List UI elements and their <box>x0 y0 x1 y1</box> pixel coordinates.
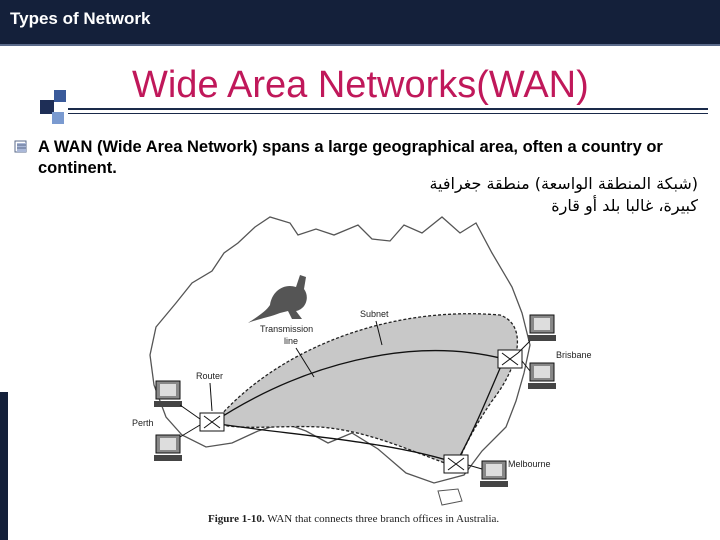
title-rule <box>68 108 708 110</box>
label-melbourne: Melbourne <box>508 459 551 469</box>
top-bar: Types of Network <box>0 0 720 46</box>
bullet-icon <box>14 140 27 153</box>
bullet-english: A WAN (Wide Area Network) spans a large … <box>38 138 663 177</box>
title-rule-thin <box>68 113 708 114</box>
kangaroo-icon <box>248 275 307 323</box>
figure-caption: Figure 1-10. WAN that connects three bra… <box>208 513 499 525</box>
label-transmission: Transmission <box>260 324 313 334</box>
router-perth <box>199 412 225 432</box>
pointer-subnet <box>375 320 383 346</box>
computer-icon-melbourne <box>467 460 508 487</box>
computer-icon-brisbane-bottom <box>521 360 556 389</box>
subnet-region <box>212 313 519 468</box>
router-brisbane <box>497 349 523 369</box>
section-title: Types of Network <box>10 9 151 28</box>
computer-icon-perth-bottom <box>154 424 201 461</box>
wan-australia-figure: Transmission line Subnet Router Perth Br… <box>132 216 592 506</box>
tasmania-outline <box>437 488 463 506</box>
bullet-arabic-line1: (شبكة المنطقة الواسعة) منطقة جغرافية <box>429 174 698 193</box>
caption-text: WAN that connects three branch offices i… <box>267 513 500 525</box>
label-brisbane: Brisbane <box>556 350 592 360</box>
pointer-router <box>209 382 213 412</box>
bullet-arabic: (شبكة المنطقة الواسعة) منطقة جغرافية كبي… <box>429 173 698 217</box>
computer-icon-brisbane-top <box>517 314 556 354</box>
decor-square-blue <box>54 90 66 102</box>
label-perth: Perth <box>132 418 154 428</box>
link-brisbane-melbourne <box>455 358 505 464</box>
label-router: Router <box>196 371 223 381</box>
slide-title: Wide Area Networks(WAN) <box>132 64 589 106</box>
decor-square-light <box>52 112 64 124</box>
caption-number: Figure 1-10. <box>208 513 265 525</box>
pointer-transmission-line <box>295 347 315 378</box>
computer-icon-perth-top <box>154 380 201 420</box>
link-perth-brisbane <box>211 350 505 424</box>
sidebar-strip <box>0 392 8 540</box>
label-subnet: Subnet <box>360 309 389 319</box>
link-perth-melbourne <box>211 422 457 464</box>
router-melbourne <box>443 454 469 474</box>
label-line: line <box>284 336 298 346</box>
decor-square-navy <box>40 100 54 114</box>
bullet-arabic-line2: كبيرة، غالبا بلد أو قارة <box>551 196 698 215</box>
